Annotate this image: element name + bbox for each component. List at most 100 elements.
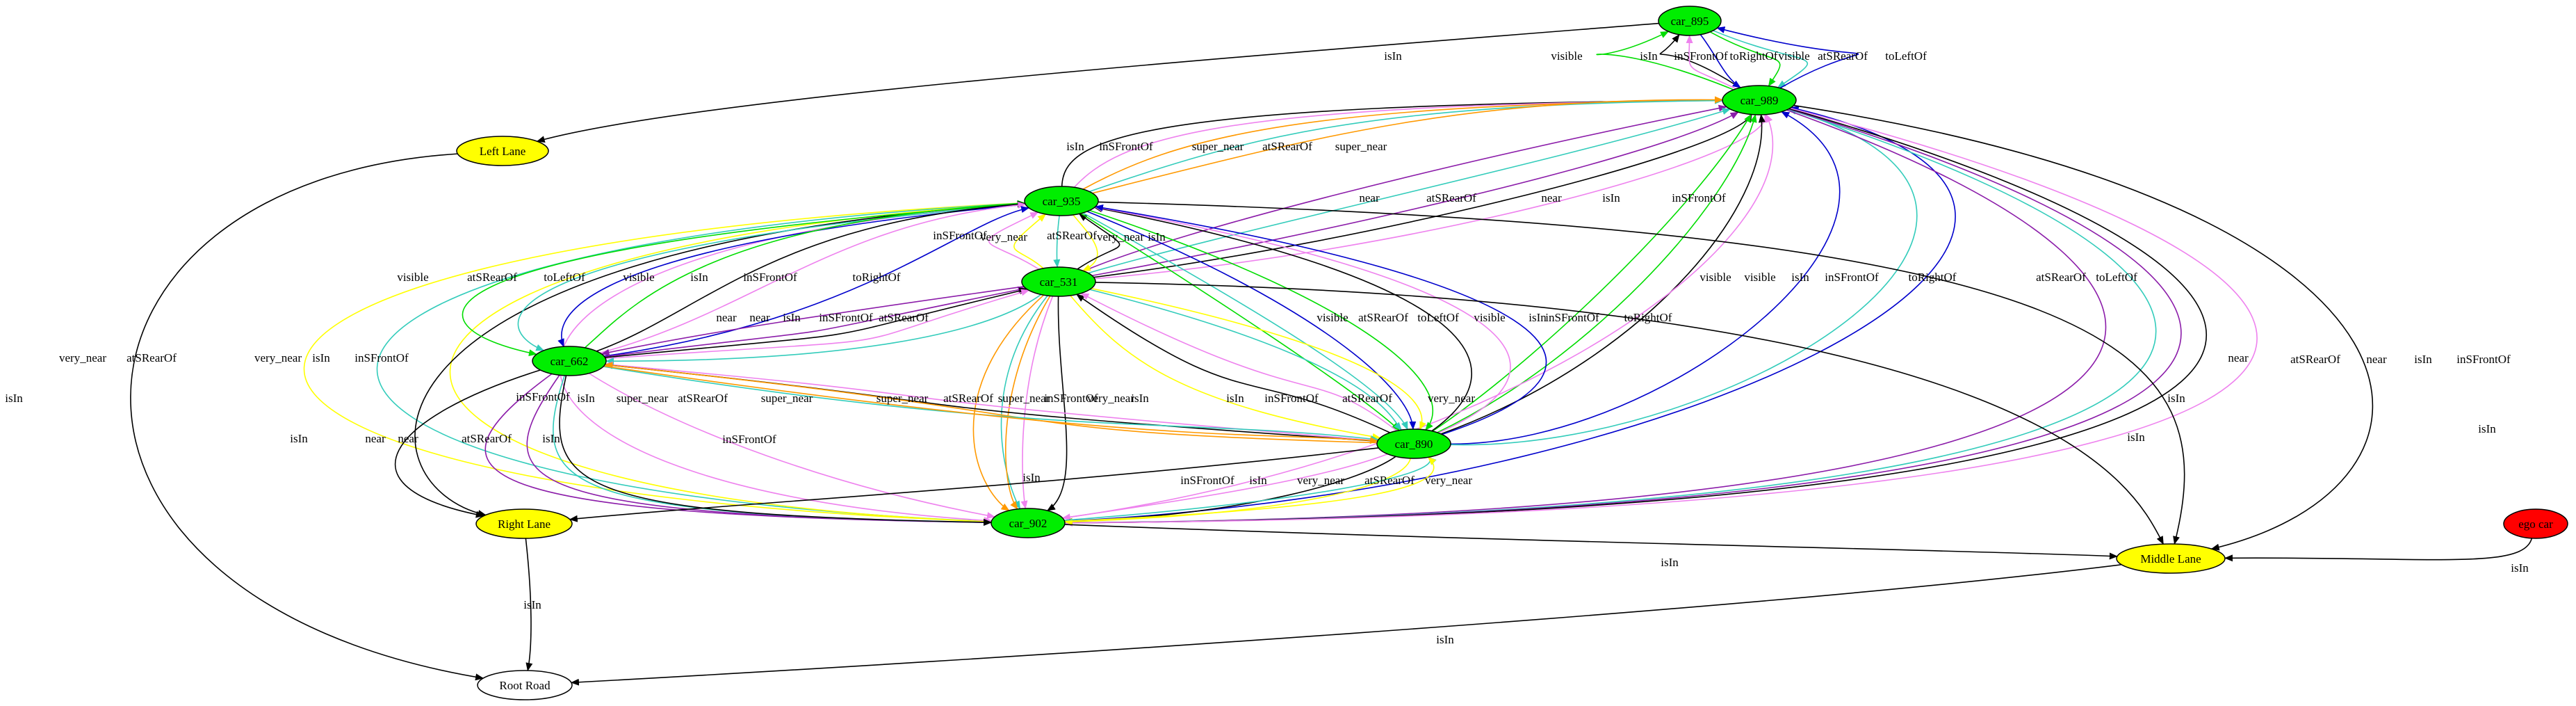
edge-label-near: near — [365, 432, 386, 445]
edge-label-inSFrontOf: inSFrontOf — [819, 311, 873, 324]
edge-label-toRightOf: toRightOf — [1624, 311, 1672, 324]
edge-car_895-car_989-visible — [1709, 31, 1781, 87]
edge-label-isIn: isIn — [542, 432, 560, 445]
edge-label-toLeftOf: toLeftOf — [1417, 311, 1459, 324]
edge-car_989-car_895-toLeftOf — [1716, 26, 1859, 89]
edge-label-isIn: isIn — [690, 271, 708, 284]
edge-label-very_near: very_near — [254, 351, 302, 364]
edge-car_890-car_935-isIn — [1093, 205, 1473, 432]
edge-car_935-car_890-atSRearOf — [1082, 212, 1408, 431]
edge-car_531-car_989-near — [1092, 111, 1739, 277]
edge-car_531-car_902-super_near — [1005, 296, 1051, 510]
node-label: Root Road — [499, 679, 551, 692]
node-ego-car: ego car — [2503, 508, 2568, 539]
edge-car_935-car_989-super_near — [1092, 96, 1724, 194]
node-car-902: car_902 — [991, 508, 1066, 538]
node-label: ego car — [2518, 518, 2553, 531]
edge-label-isIn: isIn — [577, 392, 595, 405]
edge-label-inSFrontOf: inSFrontOf — [1825, 271, 1879, 284]
node-shape-lane — [456, 136, 549, 166]
edge-label-isIn: isIn — [523, 598, 541, 611]
edge-label-isIn: isIn — [1384, 49, 1402, 63]
edge-car_662-car_935-inSFrontOf — [599, 201, 1027, 354]
edge-car_890-car_989-toRightOf — [1450, 111, 1841, 445]
edge-car_989-car_902-near — [1063, 109, 2107, 527]
edge-label-inSFrontOf: inSFrontOf — [1180, 474, 1234, 487]
edge-car_895-car_989-toRightOf — [1699, 34, 1741, 88]
edges-layer — [130, 22, 2533, 686]
edge-car_531-car_902-super_near — [972, 294, 1045, 511]
edge-label-visible: visible — [1551, 49, 1582, 63]
edge-car_890-car_662-inSFrontOf — [604, 361, 1378, 442]
edge-label-isIn: isIn — [1148, 230, 1166, 243]
edge-label-super_near: super_near — [761, 392, 813, 405]
edge-car_662-right_lane-isIn — [394, 369, 541, 518]
edge-car_531-car_989-atSRearOf — [1088, 108, 1731, 274]
node-shape-car — [1024, 186, 1099, 216]
edge-label-isIn: isIn — [290, 432, 308, 445]
edge-label-atSRearOf: atSRearOf — [678, 392, 728, 405]
edge-label-toLeftOf: toLeftOf — [1885, 49, 1927, 63]
node-label: car_662 — [551, 355, 589, 368]
edge-car_890-car_902-inSFrontOf — [1061, 453, 1388, 521]
node-car-935: car_935 — [1024, 186, 1099, 216]
edge-car_895-car_989-atSRearOf — [1713, 30, 1809, 88]
edge-car_531-car_890-atSRearOf — [1089, 289, 1402, 431]
edge-label-inSFrontOf: inSFrontOf — [1099, 140, 1153, 153]
edge-car_890-car_531-inSFrontOf — [1080, 292, 1398, 431]
edge-car_890-car_989-visible — [1432, 113, 1752, 432]
edge-label-super_near: super_near — [1192, 140, 1244, 153]
edge-car_890-car_989-visible — [1437, 113, 1757, 433]
edge-label-inSFrontOf: inSFrontOf — [722, 433, 776, 446]
edge-label-atSRearOf: atSRearOf — [2036, 271, 2086, 284]
edge-label-near: near — [2228, 351, 2249, 364]
edge-car_935-car_902-very_near — [449, 202, 1025, 525]
edge-label-very_near: very_near — [1428, 392, 1475, 405]
edge-label-toLeftOf: toLeftOf — [544, 271, 585, 284]
edge-car_531-car_935-very_near — [1013, 214, 1047, 269]
edge-car_895-left_lane-isIn — [536, 22, 1659, 143]
edge-label-isIn: isIn — [1640, 49, 1658, 63]
edge-car_531-car_989-isIn — [1093, 113, 1752, 278]
edge-label-very_near: very_near — [1297, 474, 1344, 487]
edge-car_935-car_989-inSFrontOf — [1073, 97, 1724, 188]
node-label: car_935 — [1043, 195, 1081, 208]
nodes-layer: car_895car_989car_935car_531car_662car_8… — [456, 6, 2568, 700]
edge-label-inSFrontOf: inSFrontOf — [354, 351, 409, 364]
edge-car_935-car_890-visible — [1080, 213, 1400, 431]
edge-car_935-car_531-atSRearOf — [1053, 215, 1061, 268]
edge-label-toRightOf: toRightOf — [1909, 271, 1957, 284]
edge-label-atSRearOf: atSRearOf — [2290, 353, 2340, 366]
edge-car_662-car_902-inSFrontOf — [588, 373, 996, 519]
edge-car_935-car_890-toLeftOf — [1086, 211, 1417, 431]
node-left-lane: Left Lane — [456, 136, 549, 166]
edge-car_890-car_531-isIn — [1076, 294, 1390, 433]
edge-label-isIn: isIn — [1226, 392, 1244, 405]
edge-label-visible: visible — [397, 271, 428, 284]
edge-car_662-car_890-super_near — [603, 365, 1378, 444]
edge-label-inSFrontOf: inSFrontOf — [2456, 353, 2511, 366]
edge-label-near: near — [749, 311, 770, 324]
edge-car_662-car_935-isIn — [596, 200, 1026, 352]
edge-car_935-car_989-super_near — [1082, 97, 1724, 190]
node-shape-car — [1376, 428, 1451, 459]
edge-car_902-car_890-atSRearOf — [1063, 456, 1437, 521]
edge-car_890-car_935-toRightOf — [1094, 204, 1547, 435]
edge-car_890-right_lane-isIn — [569, 447, 1379, 522]
edge-right_lane-root_road-isIn — [525, 538, 533, 672]
edge-car_989-car_895-isIn — [1659, 33, 1741, 88]
edge-label-visible: visible — [623, 271, 654, 284]
edge-label-atSRearOf: atSRearOf — [127, 351, 177, 364]
edge-label-isIn: isIn — [2127, 431, 2145, 444]
edge-car_935-car_662-visible — [462, 203, 1025, 357]
edge-label-atSRearOf: atSRearOf — [879, 311, 929, 324]
edge-label-atSRearOf: atSRearOf — [1342, 392, 1392, 405]
node-shape-car — [1658, 6, 1722, 36]
edge-label-visible: visible — [1316, 311, 1348, 324]
edge-labels-layer: isIn visible isIn inSFrontOf toRightOf visibl… — [5, 49, 2529, 646]
edge-label-toRightOf: toRightOf — [853, 271, 901, 284]
edge-car_935-car_662-atSRearOf — [517, 203, 1026, 351]
node-car-890: car_890 — [1376, 428, 1451, 459]
edge-car_662-car_902-near — [526, 374, 993, 526]
edge-car_890-car_989-atSRearOf — [1450, 108, 1918, 446]
